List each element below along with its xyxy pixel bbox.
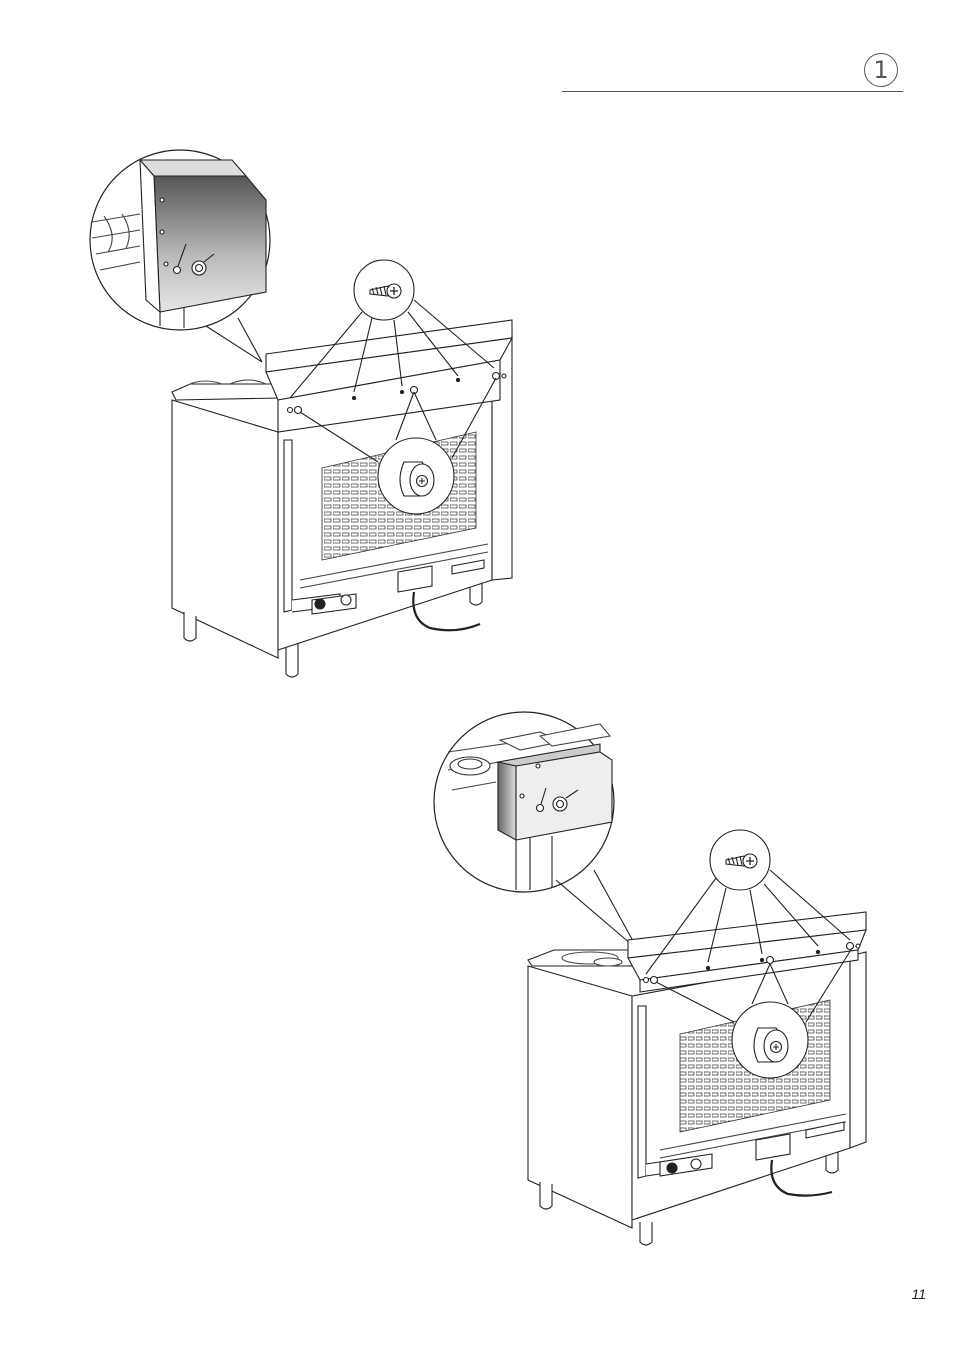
detail-zoom-circle [90, 150, 270, 330]
figure-backguard-small-range [90, 150, 512, 677]
page-number: 11 [911, 1286, 926, 1302]
figure-backguard-large-range [434, 712, 866, 1245]
range-body-large [528, 912, 866, 1245]
detail-zoom-circle-2 [434, 712, 614, 892]
range-body-small [172, 320, 512, 677]
